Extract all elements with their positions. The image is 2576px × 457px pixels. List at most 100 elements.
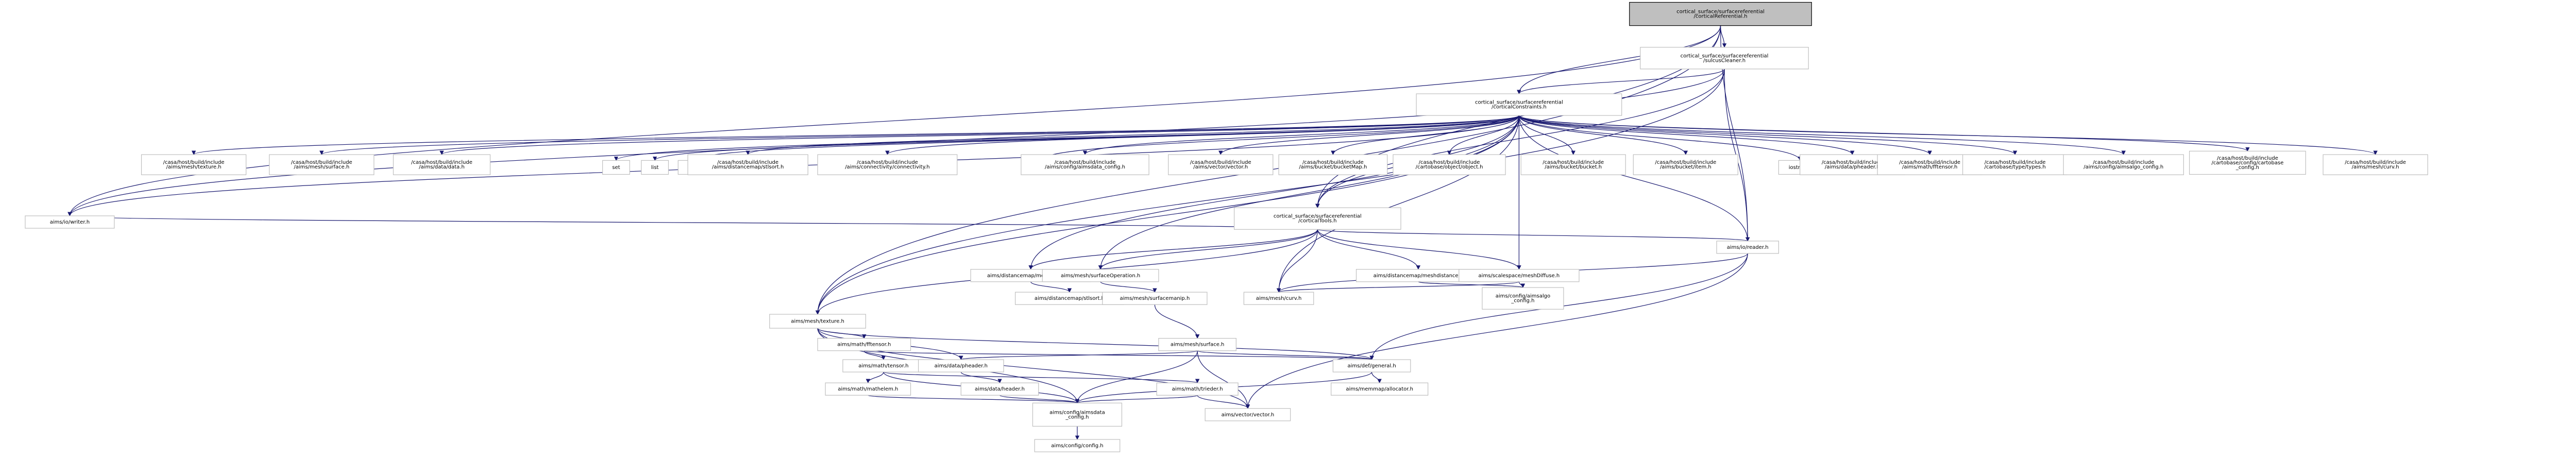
node-box xyxy=(1034,439,1121,452)
edge-cortical_tools-to-meshvoronoi xyxy=(1028,229,1318,270)
node-surface[interactable]: aims/mesh/surface.h xyxy=(1158,338,1236,351)
node-sulcuscleaner[interactable]: cortical_surface/surfacereferential/sulc… xyxy=(1640,47,1809,70)
node-label: /casa/host/build/include xyxy=(2345,160,2406,165)
node-label: /aims/connectivity/connectivity.h xyxy=(845,164,929,170)
node-label: /cartobase/object/object.h xyxy=(1416,164,1483,170)
node-c_item[interactable]: /casa/host/build/include/aims/bucket/ite… xyxy=(1633,154,1738,175)
edge-surfacemanip-to-surface xyxy=(1154,304,1200,339)
node-label: aims/mesh/surfaceOperation.h xyxy=(1061,273,1140,279)
node-surfaceoperation[interactable]: aims/mesh/surfaceOperation.h xyxy=(1042,269,1159,282)
node-c_mesh_surface[interactable]: /casa/host/build/include/aims/mesh/surfa… xyxy=(269,154,375,175)
node-pheader[interactable]: aims/data/pheader.h xyxy=(918,359,1004,373)
node-root[interactable]: cortical_surface/surfacereferential/cort… xyxy=(1629,2,1812,26)
node-box xyxy=(1021,154,1149,175)
edge-constraints-to-iostream xyxy=(1518,115,1802,161)
edge-constraints-to-c_bucketmap xyxy=(1331,115,1519,155)
node-label: aims/io/writer.h xyxy=(50,219,90,225)
node-label: /casa/host/build/include xyxy=(411,160,472,165)
node-allocator[interactable]: aims/memmap/allocator.h xyxy=(1331,382,1429,396)
node-list[interactable]: list xyxy=(641,160,669,175)
edge-constraints-to-string xyxy=(1038,115,1519,161)
node-io_writer[interactable]: aims/io/writer.h xyxy=(25,215,115,229)
node-c_aimsalgo_config[interactable]: /casa/host/build/include/aims/config/aim… xyxy=(2063,154,2184,175)
node-fftensor[interactable]: aims/math/fftensor.h xyxy=(817,338,911,351)
node-label: /casa/host/build/include xyxy=(1302,160,1364,165)
node-c_aimsdata_config[interactable]: /casa/host/build/include/aims/config/aim… xyxy=(1021,154,1149,175)
node-mathelem[interactable]: aims/math/mathelem.h xyxy=(825,382,911,396)
node-box xyxy=(918,359,1004,373)
node-vector[interactable]: aims/vector/vector.h xyxy=(1205,408,1291,421)
node-c_bucket[interactable]: /casa/host/build/include/aims/bucket/buc… xyxy=(1520,154,1626,175)
edge-constraints-to-c_mesh_surface xyxy=(319,115,1519,155)
node-surfacemanip[interactable]: aims/mesh/surfacemanip.h xyxy=(1102,292,1208,305)
edge-cortical_tools-to-surfaceoperation xyxy=(1098,229,1318,270)
node-cortical_tools[interactable]: cortical_surface/surfacereferential/cort… xyxy=(1233,207,1401,230)
node-label: aims/vector/vector.h xyxy=(1222,412,1275,418)
node-box xyxy=(1042,269,1159,282)
edge-constraints-to-c_types xyxy=(1518,115,2018,155)
node-c_bucketmap[interactable]: /casa/host/build/include/aims/bucket/buc… xyxy=(1278,154,1388,175)
node-label: aims/mesh/texture.h xyxy=(791,319,844,325)
node-box xyxy=(687,154,808,175)
node-box xyxy=(1459,269,1580,282)
edge-cortical_tools-to-curv xyxy=(1276,229,1318,293)
node-label: aims/config/config.h xyxy=(1051,443,1103,449)
edge-constraints-to-c_aimsdata_config xyxy=(1082,115,1519,155)
node-trieder[interactable]: aims/math/trieder.h xyxy=(1156,382,1239,396)
node-label: set xyxy=(612,165,620,171)
node-c_mesh_texture[interactable]: /casa/host/build/include/aims/mesh/textu… xyxy=(141,154,247,175)
edge-meshdiffuse-to-curv xyxy=(1277,281,1519,293)
edge-fftensor-to-general xyxy=(863,350,1374,360)
node-box xyxy=(769,314,866,329)
node-c_distmap_stlsort[interactable]: /casa/host/build/include/aims/distancema… xyxy=(687,154,808,175)
edge-root-to-io_writer xyxy=(67,25,1721,216)
node-label: aims/math/trieder.h xyxy=(1172,386,1223,392)
node-box xyxy=(1962,154,2068,175)
node-meshdiffuse[interactable]: aims/scalespace/meshDiffuse.h xyxy=(1459,269,1580,282)
node-curv[interactable]: aims/mesh/curv.h xyxy=(1243,292,1314,305)
node-c_vector[interactable]: /casa/host/build/include/aims/vector/vec… xyxy=(1168,154,1274,175)
node-label: /cartobase/type/types.h xyxy=(1985,164,2046,170)
node-box xyxy=(1629,2,1812,26)
node-label: /corticalConstraints.h xyxy=(1492,105,1547,110)
edge-constraints-to-c_vector xyxy=(1218,115,1519,155)
node-box xyxy=(2323,154,2428,175)
node-label: /casa/host/build/include xyxy=(1055,160,1116,165)
node-box xyxy=(1168,154,1274,175)
node-box xyxy=(1520,154,1626,175)
node-c_curv[interactable]: /casa/host/build/include/aims/mesh/curv.… xyxy=(2323,154,2428,175)
node-label: /aims/mesh/curv.h xyxy=(2352,164,2399,170)
node-box xyxy=(1156,382,1239,396)
node-constraints[interactable]: cortical_surface/surfacereferential/cort… xyxy=(1416,93,1622,116)
node-box xyxy=(1205,408,1291,421)
node-set[interactable]: set xyxy=(602,160,630,175)
node-c_types[interactable]: /casa/host/build/include/cartobase/type/… xyxy=(1962,154,2068,175)
node-label: /aims/bucket/item.h xyxy=(1660,164,1711,170)
node-c_connectivity[interactable]: /casa/host/build/include/aims/connectivi… xyxy=(817,154,958,175)
node-c_data_data[interactable]: /casa/host/build/include/aims/data/data.… xyxy=(393,154,491,175)
edge-surface-to-vector xyxy=(1197,350,1250,409)
edge-fftensor-to-mathtensor xyxy=(863,350,886,360)
node-config[interactable]: aims/config/config.h xyxy=(1034,439,1121,452)
node-io_reader[interactable]: aims/io/reader.h xyxy=(1716,241,1779,254)
node-c_cartobase_config[interactable]: /casa/host/build/include/cartobase/confi… xyxy=(2189,150,2306,175)
node-label: _config.h xyxy=(1511,298,1534,304)
node-box xyxy=(1032,402,1123,427)
node-mesh_texture[interactable]: aims/mesh/texture.h xyxy=(769,314,866,329)
node-label: /casa/host/build/include xyxy=(857,160,918,165)
edge-mesh_texture-to-general xyxy=(817,328,1374,360)
node-label: aims/math/fftensor.h xyxy=(837,342,891,348)
node-box xyxy=(141,154,247,175)
edge-constraints-to-list xyxy=(653,115,1519,161)
node-label: /aims/math/fftensor.h xyxy=(1902,164,1957,170)
node-label: /casa/host/build/include xyxy=(1543,160,1604,165)
node-aimsdata_config[interactable]: aims/config/aimsdata_config.h xyxy=(1032,402,1123,427)
node-aimsalgo_config[interactable]: aims/config/aimsalgo_config.h xyxy=(1482,287,1564,310)
node-c_cartobase_object[interactable]: /casa/host/build/include/cartobase/objec… xyxy=(1393,154,1506,175)
node-header[interactable]: aims/data/header.h xyxy=(960,382,1039,396)
edge-surface-to-pheader xyxy=(959,350,1198,360)
node-label: /aims/mesh/texture.h xyxy=(166,164,222,170)
edge-cortical_tools-to-meshdistance xyxy=(1317,229,1421,270)
node-mathtensor[interactable]: aims/math/tensor.h xyxy=(842,359,925,373)
node-general[interactable]: aims/def/general.h xyxy=(1332,359,1411,373)
